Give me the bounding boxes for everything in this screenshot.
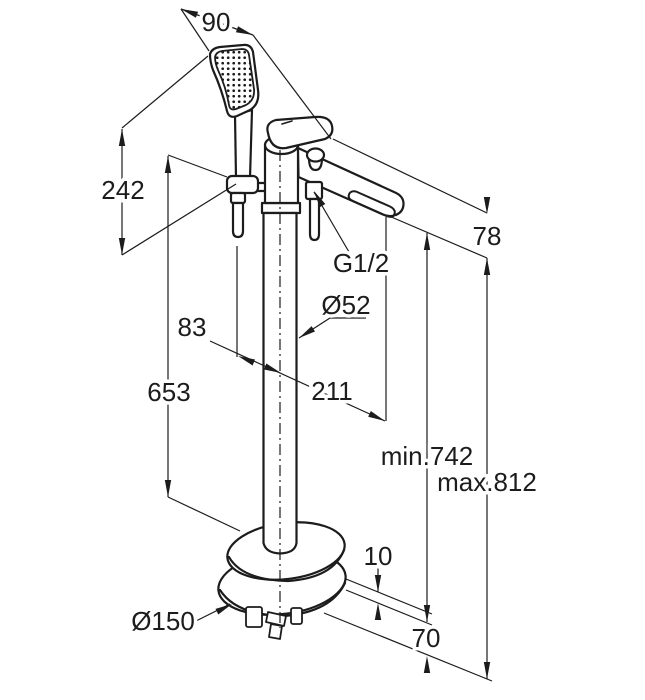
- arrow-max812-bottom: [483, 662, 491, 679]
- spout-opening: [347, 190, 396, 218]
- lever-handle: [266, 115, 334, 150]
- arrow-d150: [215, 604, 232, 615]
- dimension-labels: 90 242 78 G1/2 Ø52 83 653 211 min.742 ma…: [98, 4, 541, 657]
- dim-label-base-diameter: Ø150: [131, 606, 195, 636]
- dim-label-shower-offset: 83: [178, 312, 207, 342]
- arrow-70-bottom: [423, 656, 431, 673]
- ref-floor: [323, 612, 493, 682]
- dim-653-ext-bottom: [167, 496, 241, 532]
- arrow-653-bottom: [164, 480, 172, 497]
- arrow-d52: [299, 326, 315, 338]
- hand-shower-spray-face: [214, 48, 255, 111]
- arrow-242-top: [118, 129, 126, 146]
- outlet-collar: [304, 180, 324, 201]
- dim-90-ext-left: [180, 8, 210, 52]
- arrow-653-top: [164, 156, 172, 173]
- dim-label-column-height: 653: [147, 377, 190, 407]
- product-outline: [208, 43, 405, 640]
- arrow-90-left: [181, 9, 199, 18]
- hand-shower-grip: [233, 108, 254, 180]
- dim-label-spout-reach: 211: [311, 376, 352, 406]
- arrow-211-right: [368, 411, 385, 421]
- arrow-min742-top: [423, 233, 431, 250]
- base-fittings: [245, 606, 303, 640]
- dim-90-ext-right: [252, 34, 332, 140]
- diverter-knob: [305, 147, 326, 163]
- dim-label-hand-shower-height: 242: [101, 175, 144, 205]
- dim-653-ext-top: [167, 154, 228, 178]
- dim-label-plate-thickness: 10: [364, 541, 393, 571]
- arrow-83-right: [264, 363, 281, 373]
- shower-holder: [225, 174, 260, 195]
- shower-hose-connector: [231, 201, 245, 239]
- dim-label-adjustment-range: 70: [412, 623, 441, 653]
- dim-242-ext-bottom: [121, 183, 237, 256]
- dim-label-min-height: min.742: [381, 441, 474, 471]
- arrow-242-bottom: [118, 238, 126, 255]
- arrow-70-top: [423, 605, 431, 622]
- arrow-g12: [314, 191, 326, 208]
- dim-label-connection-thread: G1/2: [333, 248, 389, 278]
- dim-label-max-height: max.812: [437, 467, 537, 497]
- ref-plate-top: [345, 578, 433, 615]
- arrow-10-top: [374, 575, 382, 592]
- ref-lever-top: [332, 138, 488, 214]
- lever-seam: [281, 120, 293, 125]
- base-plate-upper-rim: [227, 548, 346, 583]
- dimension-arrows: [118, 9, 491, 679]
- leader-d52: [298, 317, 366, 339]
- shower-hose-collar: [229, 191, 247, 205]
- dim-label-shower-head-width: 90: [202, 7, 231, 37]
- arrow-78-top: [483, 197, 491, 214]
- ref-spout-outlet: [388, 215, 488, 259]
- dim-label-spout-drop: 78: [473, 221, 502, 251]
- column-collar: [260, 201, 302, 215]
- outlet-connector: [308, 197, 321, 242]
- arrow-10-bottom: [374, 603, 382, 620]
- arrow-90-right: [235, 26, 253, 35]
- dim-242-ext-top: [121, 55, 209, 129]
- arrow-83-left: [238, 356, 255, 366]
- arrow-78-bottom: [483, 258, 491, 275]
- ref-plate-bottom: [345, 589, 433, 626]
- dim-83-211-line: [209, 340, 386, 422]
- dim-label-column-diameter: Ø52: [321, 290, 370, 320]
